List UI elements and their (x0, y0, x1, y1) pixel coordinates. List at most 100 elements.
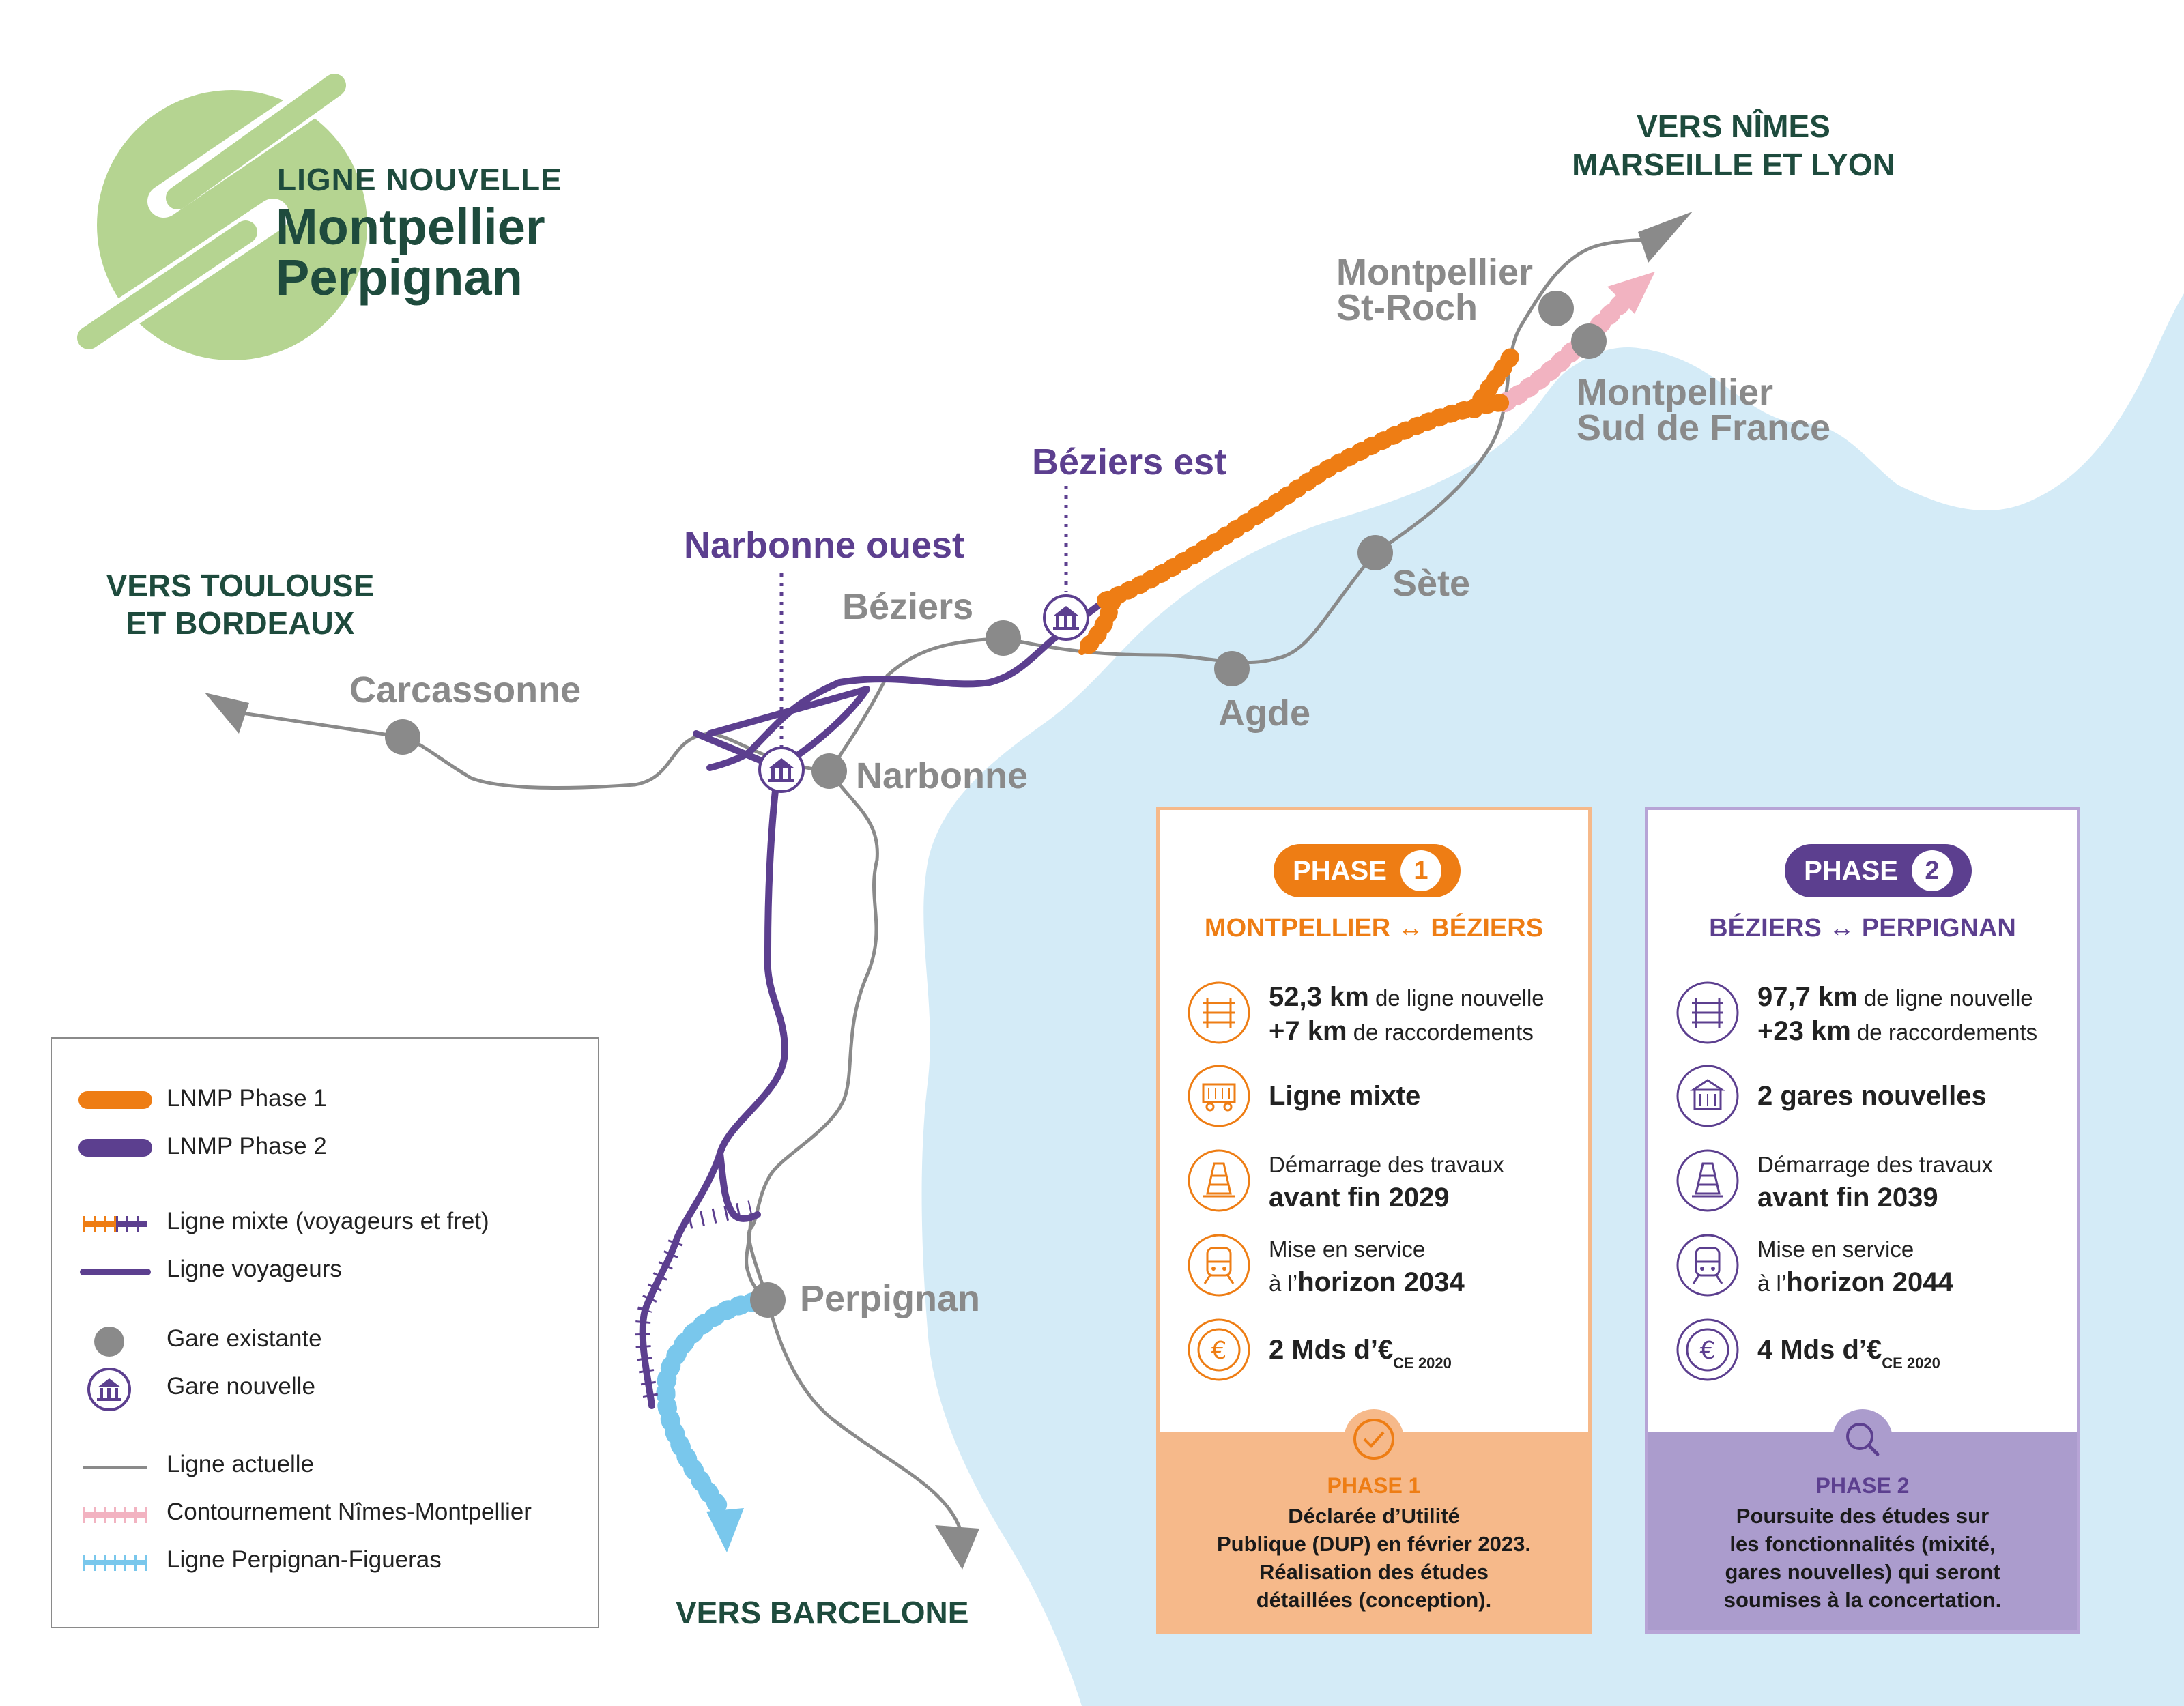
arrow-contournement (1607, 272, 1655, 314)
phase1-service-text: Mise en service à l’horizon 2034 (1269, 1233, 1583, 1300)
legend-purple-line-icon (80, 1269, 151, 1275)
legend-blue-hatched-line-icon (83, 1555, 147, 1571)
phase1-mixed-label: Ligne mixte (1269, 1081, 1421, 1111)
phase2-footer-head: PHASE 2 (1815, 1473, 1910, 1498)
legend-item-passenger: Ligne voyageurs (167, 1256, 342, 1282)
euro-coin-icon: € (1676, 1318, 1739, 1381)
station-building-icon (1676, 1065, 1739, 1127)
train-icon (1676, 1234, 1739, 1297)
arrow-toulouse (205, 693, 249, 734)
phase1-km-value: 52,3 km (1269, 982, 1369, 1012)
phase1-works-date: avant fin 2029 (1269, 1183, 1450, 1213)
phase1-cost-text: 2 Mds d’€CE 2020 (1269, 1318, 1583, 1396)
legend-item-current-line: Ligne actuelle (167, 1451, 314, 1477)
phase2-works-text: Démarrage des travaux avant fin 2039 (1757, 1148, 2071, 1215)
label-sete: Sète (1392, 563, 1471, 604)
new-station-beziers-est-icon (1043, 594, 1089, 641)
station-dot-beziers (986, 620, 1021, 656)
legend-gray-dot-icon (94, 1327, 124, 1357)
label-perpignan: Perpignan (800, 1278, 981, 1319)
traffic-cone-icon (1188, 1149, 1250, 1212)
legend: LNMP Phase 1 LNMP Phase 2 Ligne mixte (v… (51, 1037, 599, 1628)
label-beziers-est: Béziers est (1032, 442, 1227, 482)
phase1-footer-line-2: Publique (DUP) en février 2023. (1217, 1532, 1531, 1556)
station-dot-perpignan (750, 1282, 786, 1318)
direction-nimes: VERS NÎMES (1637, 109, 1830, 144)
phase2-works-date: avant fin 2039 (1757, 1183, 1938, 1213)
contournement-line (1495, 277, 1648, 412)
station-dot-st-roch (1538, 291, 1574, 326)
direction-bordeaux: ET BORDEAUX (126, 605, 355, 641)
phase2-cost-sub: CE 2020 (1882, 1355, 1940, 1372)
phase1-cost-sub: CE 2020 (1393, 1355, 1452, 1372)
phase2-length-text: 97,7 km de ligne nouvelle +23 km de racc… (1757, 981, 2071, 1049)
station-dot-carcassonne (385, 719, 420, 755)
phase2-pill: PHASE 2 (1785, 844, 1972, 897)
legend-item-contournement: Contournement Nîmes-Montpellier (167, 1499, 532, 1525)
legend-station-icon (87, 1368, 131, 1411)
line-narbonne-beziers (827, 636, 1005, 773)
phase1-service-label: Mise en service (1269, 1237, 1426, 1262)
label-montpellier-sdf-2: Sud de France (1577, 407, 1831, 448)
phase2-service-label: Mise en service (1757, 1237, 1914, 1262)
label-montpellier-st-roch-2: St-Roch (1336, 287, 1478, 328)
phase1-km-label: de ligne nouvelle (1368, 985, 1544, 1011)
phase1-works-text: Démarrage des travaux avant fin 2029 (1269, 1148, 1583, 1215)
label-narbonne: Narbonne (856, 755, 1029, 796)
station-dot-sud-de-france (1571, 323, 1607, 359)
phase2-km-label: de ligne nouvelle (1857, 985, 2033, 1011)
direction-barcelone: VERS BARCELONE (676, 1595, 969, 1630)
label-montpellier-st-roch-1: Montpellier (1336, 252, 1534, 293)
phase2-title: BÉZIERS ↔ PERPIGNAN (1709, 914, 2016, 942)
phase1-service-prefix: à l’ (1269, 1271, 1298, 1296)
logo-line-montpellier: Montpellier (276, 199, 545, 255)
station-dot-sete (1357, 535, 1393, 570)
arrow-barcelone-gray (935, 1525, 979, 1570)
phase2-raccord-value: +23 km (1757, 1016, 1851, 1046)
phase2-service-prefix: à l’ (1757, 1271, 1787, 1296)
arrow-figueras (706, 1508, 744, 1552)
legend-item-phase1: LNMP Phase 1 (167, 1085, 327, 1112)
phase1-raccord-label: de raccordements (1347, 1020, 1534, 1045)
phase2-works-label: Démarrage des travaux (1757, 1152, 1993, 1177)
line-narbonne-perpignan (747, 769, 879, 1302)
label-beziers: Béziers (842, 586, 974, 627)
svg-text:€: € (1211, 1337, 1227, 1365)
phase1-panel: PHASE 1 MONTPELLIER ↔ BÉZIERS 52,3 km de… (1156, 807, 1592, 1634)
phase2-service-date: horizon 2044 (1786, 1267, 1953, 1297)
phase1-line (1073, 346, 1521, 661)
magnifier-icon (1833, 1409, 1893, 1469)
logo-line-perpignan: Perpignan (276, 249, 523, 306)
phase1-service-date: horizon 2034 (1297, 1267, 1465, 1297)
phase2-service-text: Mise en service à l’horizon 2044 (1757, 1233, 2071, 1300)
logo-stripe-top-green (166, 74, 346, 209)
phase2-footer: PHASE 2 Poursuite des études sur les fon… (1648, 1409, 2077, 1630)
label-montpellier-sdf-1: Montpellier (1577, 372, 1774, 413)
legend-item-phase2: LNMP Phase 2 (167, 1133, 327, 1159)
phase1-pill-number: 1 (1400, 850, 1441, 891)
station-dot-agde (1214, 651, 1250, 686)
phase2-pill-number: 2 (1911, 850, 1953, 891)
legend-item-existing-station: Gare existante (167, 1325, 322, 1352)
phase1-pill-label: PHASE (1293, 855, 1387, 886)
arrow-nimes (1638, 212, 1693, 263)
traffic-cone-icon (1676, 1149, 1739, 1212)
phase1-length-text: 52,3 km de ligne nouvelle +7 km de racco… (1269, 981, 1583, 1049)
phase1-works-label: Démarrage des travaux (1269, 1152, 1504, 1177)
phase1-footer-body: Déclarée d’Utilité Publique (DUP) en fév… (1173, 1502, 1575, 1614)
checkmark-icon (1344, 1409, 1404, 1469)
logo-title-top: LIGNE NOUVELLE (277, 162, 562, 197)
phase1-mixed-text: Ligne mixte (1269, 1064, 1583, 1129)
label-narbonne-ouest: Narbonne ouest (684, 525, 965, 566)
phase1-pill: PHASE 1 (1274, 844, 1461, 897)
legend-pink-hatched-line-icon (83, 1507, 147, 1523)
phase1-footer: PHASE 1 Déclarée d’Utilité Publique (DUP… (1160, 1409, 1588, 1630)
label-carcassonne: Carcassonne (349, 669, 581, 710)
phase2-mixed-hatch (635, 1200, 753, 1407)
label-agde: Agde (1218, 693, 1310, 734)
rail-track-icon (1188, 981, 1250, 1044)
phase2-panel: PHASE 2 BÉZIERS ↔ PERPIGNAN 97,7 km de l… (1645, 807, 2080, 1634)
legend-orange-bar-icon (78, 1091, 152, 1109)
line-carcassonne (240, 711, 831, 790)
svg-text:€: € (1700, 1337, 1716, 1365)
